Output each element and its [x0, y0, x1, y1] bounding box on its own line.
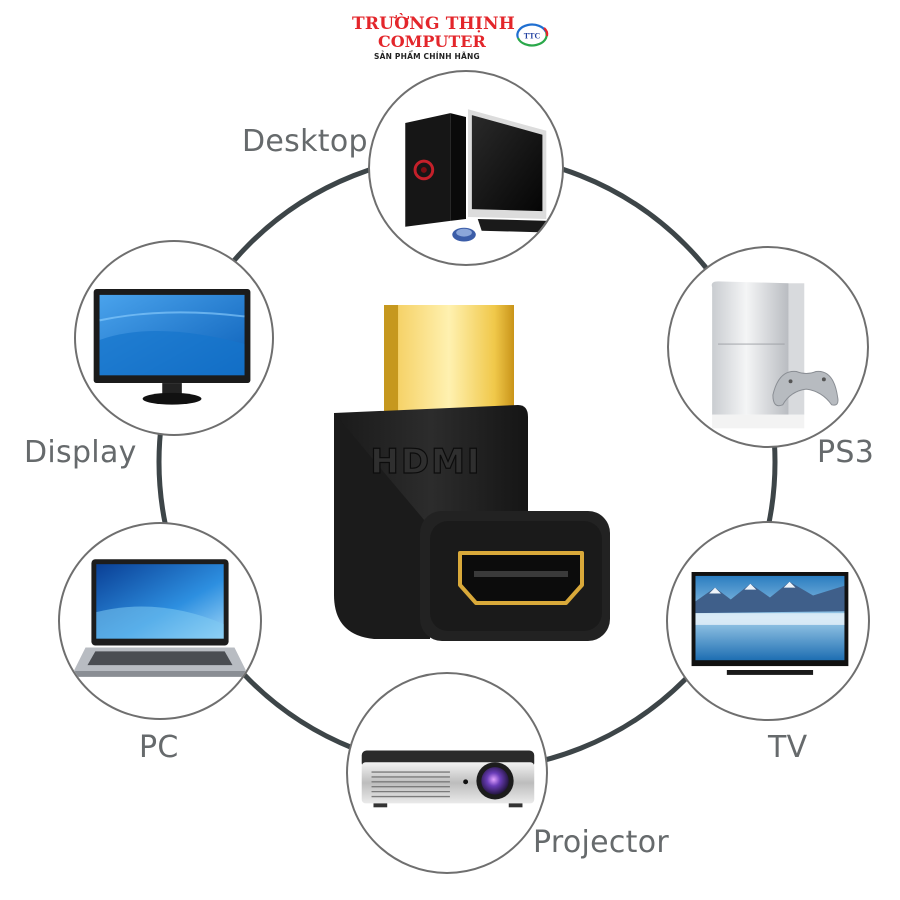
- device-label-desktop: Desktop: [242, 124, 368, 159]
- badge-text: TTC: [524, 32, 541, 41]
- brand-name-line1: TRƯỜNG THỊNH: [352, 14, 516, 34]
- game-console-icon: [711, 281, 839, 429]
- ttc-badge-icon: TTC: [516, 23, 549, 47]
- device-label-pc: PC: [139, 730, 179, 765]
- device-node-tv: [666, 521, 870, 721]
- device-node-ps3: [667, 246, 869, 448]
- hdmi-emboss-text: HDMI: [370, 442, 481, 482]
- device-label-projector: Projector: [533, 825, 670, 860]
- device-node-display: [74, 240, 274, 436]
- tv-icon: [691, 572, 849, 675]
- brand-tagline: SẢN PHẨM CHÍNH HÃNG: [374, 52, 480, 61]
- brand-logo: TRƯỜNG THỊNH COMPUTER SẢN PHẨM CHÍNH HÃN…: [346, 12, 566, 64]
- device-label-ps3: PS3: [817, 435, 875, 470]
- device-node-projector: [346, 672, 548, 874]
- device-node-pc: [58, 522, 262, 720]
- laptop-icon: [73, 559, 247, 677]
- projector-icon: [361, 750, 535, 808]
- device-node-desktop: [368, 70, 564, 266]
- device-label-display: Display: [24, 435, 137, 470]
- hdmi-adapter-image: HDMI: [334, 305, 610, 641]
- monitor-icon: [93, 289, 251, 405]
- desktop-computer-icon: [405, 109, 553, 242]
- brand-name-line2: COMPUTER: [378, 32, 486, 51]
- device-label-tv: TV: [768, 730, 808, 765]
